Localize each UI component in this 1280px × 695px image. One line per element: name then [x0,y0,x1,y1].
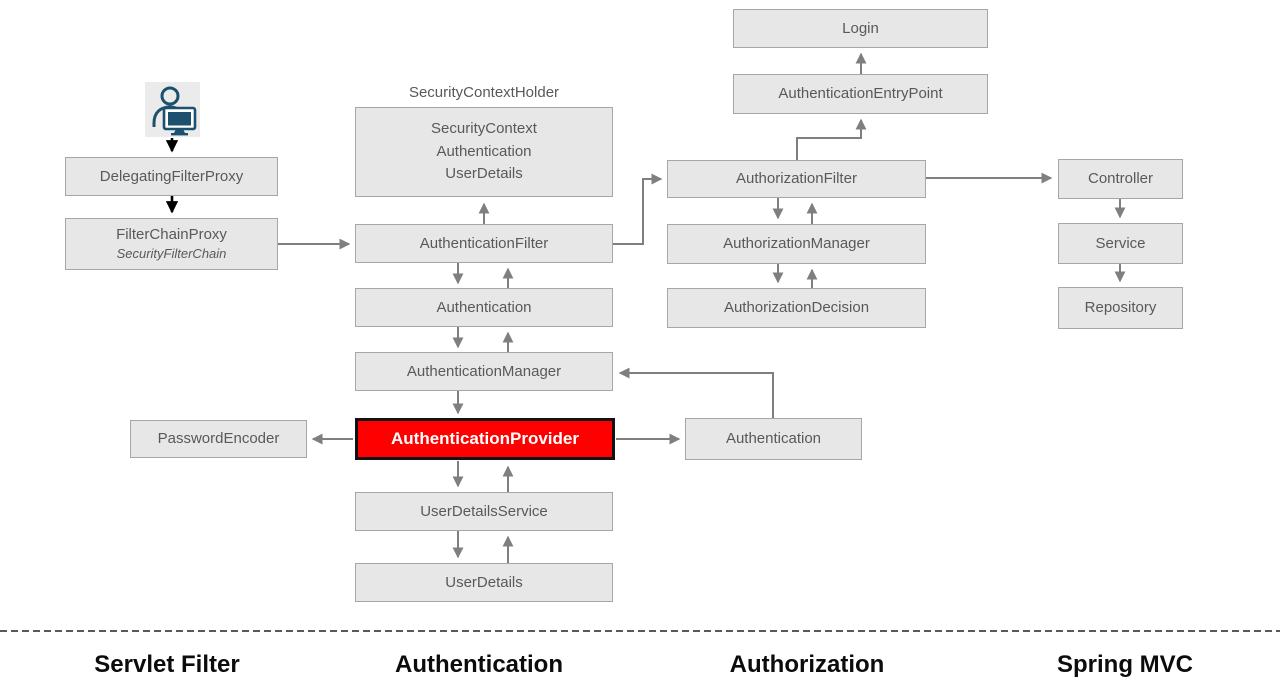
node-authorization-decision-label: AuthorizationDecision [723,299,870,316]
node-authentication-manager: AuthenticationManager [355,352,613,391]
arrow-authorizationfilter-to-authenticationentrypoint [796,118,867,160]
node-filter-chain-proxy-label: FilterChainProxy [116,226,227,244]
node-service-label: Service [1095,234,1146,252]
node-security-context-holder: SecurityContext Authentication UserDetai… [355,107,613,197]
person-with-monitor-icon [152,86,197,136]
node-delegating-filter-proxy: DelegatingFilterProxy [65,157,278,196]
node-password-encoder-label: PasswordEncoder [157,430,280,447]
node-authentication-result: Authentication [685,418,862,460]
node-authentication-provider-highlighted: AuthenticationProvider [355,418,615,460]
node-controller: Controller [1058,159,1183,199]
arrow-authenticationresult-to-authenticationmanager [618,367,774,418]
node-authentication-token-label: Authentication [436,298,532,316]
section-label-servlet-filter: Servlet Filter [94,651,240,678]
node-user-details-service-label: UserDetailsService [420,502,548,520]
node-repository-label: Repository [1084,299,1157,316]
node-authentication-filter-label: AuthenticationFilter [419,234,549,252]
node-authorization-manager-label: AuthorizationManager [723,235,870,252]
node-authentication-entry-point-label: AuthenticationEntryPoint [778,85,943,102]
authentication-line: Authentication [436,142,532,160]
node-password-encoder: PasswordEncoder [130,420,307,458]
node-security-filter-chain-sublabel: SecurityFilterChain [116,246,227,262]
security-context-line: SecurityContext [431,120,537,138]
section-label-authentication: Authentication [395,651,563,678]
node-user-details: UserDetails [355,563,613,602]
node-login-label: Login [842,19,879,37]
node-service: Service [1058,223,1183,264]
section-label-spring-mvc: Spring MVC [1057,651,1193,678]
node-filter-chain-proxy: FilterChainProxy SecurityFilterChain [65,218,278,270]
node-authorization-filter-label: AuthorizationFilter [736,170,857,187]
node-user-details-label: UserDetails [445,573,523,591]
node-authentication-token: Authentication [355,288,613,327]
node-delegating-filter-proxy-label: DelegatingFilterProxy [99,167,244,185]
node-authentication-provider-label: AuthenticationProvider [391,428,579,448]
user-details-line: UserDetails [445,165,523,183]
client-user-icon [145,82,200,137]
node-user-details-service: UserDetailsService [355,492,613,531]
node-controller-label: Controller [1087,170,1154,187]
node-authorization-manager: AuthorizationManager [667,224,926,264]
node-repository: Repository [1058,287,1183,329]
node-authorization-decision: AuthorizationDecision [667,288,926,328]
section-label-authorization: Authorization [729,651,885,678]
node-authentication-entry-point: AuthenticationEntryPoint [733,74,988,114]
arrow-authenticationfilter-to-authorizationfilter [613,173,663,245]
node-authentication-manager-label: AuthenticationManager [406,362,562,380]
node-authorization-filter: AuthorizationFilter [667,160,926,198]
security-context-holder-caption: SecurityContextHolder [408,84,560,101]
node-authentication-filter: AuthenticationFilter [355,224,613,263]
node-login: Login [733,9,988,48]
node-authentication-result-label: Authentication [725,430,822,447]
